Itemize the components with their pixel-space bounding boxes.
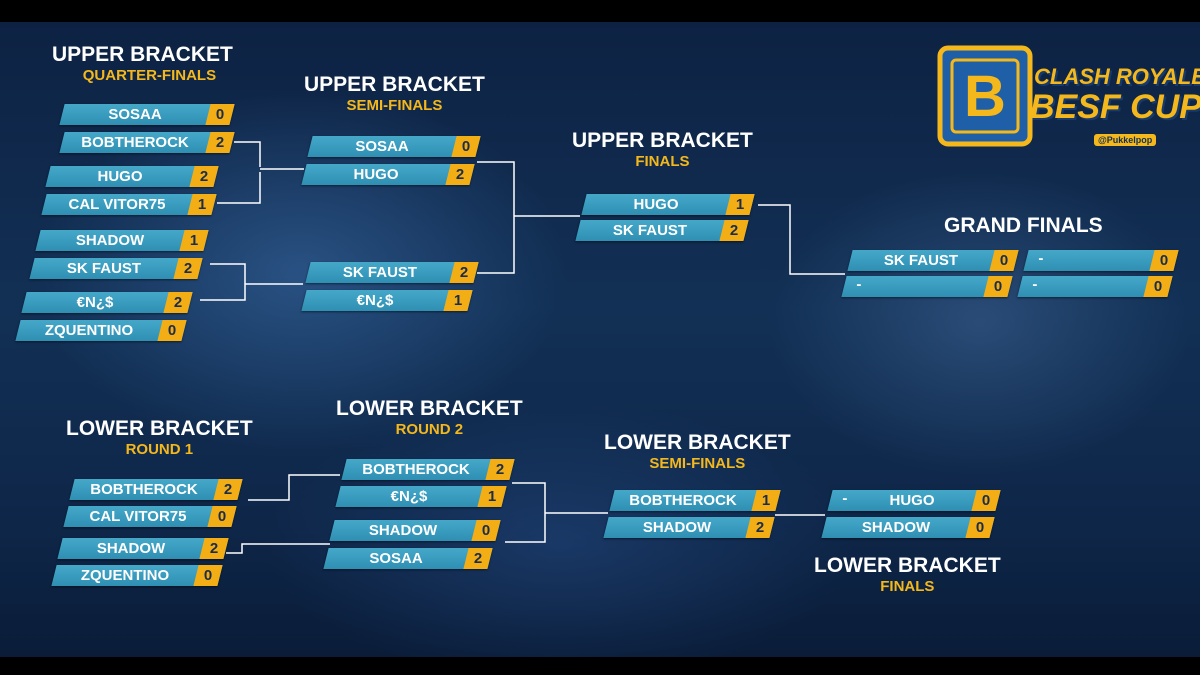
lbsf-slot2[interactable]: SHADOW 2 <box>603 517 775 538</box>
title-lb-r1: LOWER BRACKET ROUND 1 <box>66 417 253 459</box>
tournament-logo: B CLASH ROYALE BESF CUP @Pukkelpop <box>934 44 1200 154</box>
lbr2-m2-slot2[interactable]: SOSAA 2 <box>323 548 493 569</box>
connector-ubsf-1 <box>477 161 515 216</box>
lbr2-m1-slot2[interactable]: €N¿$ 1 <box>335 486 507 507</box>
subtitle-ub-qf: QUARTER-FINALS <box>82 67 217 84</box>
ubqf-m1-slot2[interactable]: BOBTHEROCK 2 <box>59 132 235 153</box>
lbr2-m1-slot1[interactable]: BOBTHEROCK 2 <box>341 459 515 480</box>
ubqf-m3-slot1[interactable]: SHADOW 1 <box>35 230 209 251</box>
lbr2-m2-slot1[interactable]: SHADOW 0 <box>329 520 501 541</box>
lbf-slot1[interactable]: - HUGO 0 <box>827 490 1001 511</box>
connector-lbr2-2 <box>505 513 546 543</box>
lbr1-m2-slot2[interactable]: ZQUENTINO 0 <box>51 565 223 586</box>
ubf-slot2[interactable]: SK FAUST 2 <box>575 220 749 241</box>
connector-ubqf-m4 <box>200 284 246 301</box>
grand-m1-slot1[interactable]: SK FAUST 0 <box>847 250 1019 271</box>
lbr1-m1-slot2[interactable]: CAL VITOR75 0 <box>63 506 237 527</box>
ubqf-m2-slot2[interactable]: CAL VITOR75 1 <box>41 194 217 215</box>
ubf-slot1[interactable]: HUGO 1 <box>581 194 755 215</box>
subtitle-lb-r1: ROUND 1 <box>125 441 194 458</box>
ubsf-m2-slot1[interactable]: SK FAUST 2 <box>305 262 479 283</box>
connector-ubf-1 <box>758 204 845 275</box>
ubqf-m2-slot1[interactable]: HUGO 2 <box>45 166 219 187</box>
connector-lbr2-1 <box>512 482 546 513</box>
lbr1-m2-slot1[interactable]: SHADOW 2 <box>57 538 229 559</box>
connector-lbr1-m2 <box>226 543 330 554</box>
subtitle-lb-f: FINALS <box>880 578 935 595</box>
title-lb-sf: LOWER BRACKET SEMI-FINALS <box>604 431 791 473</box>
connector-ubqf-m1 <box>234 141 261 167</box>
ubsf-m1-slot2[interactable]: HUGO 2 <box>301 164 475 185</box>
title-ub-qf: UPPER BRACKET QUARTER-FINALS <box>52 43 233 85</box>
logo-line2: BESF CUP <box>1030 88 1200 126</box>
logo-emblem-icon: B <box>937 45 1033 147</box>
grand-m2-slot2[interactable]: - 0 <box>1017 276 1173 297</box>
ubqf-m4-slot2[interactable]: ZQUENTINO 0 <box>15 320 187 341</box>
title-ub-sf: UPPER BRACKET SEMI-FINALS <box>304 73 485 115</box>
ubsf-m1-slot1[interactable]: SOSAA 0 <box>307 136 481 157</box>
grand-m1-slot2[interactable]: - 0 <box>841 276 1013 297</box>
ubqf-m3-slot2[interactable]: SK FAUST 2 <box>29 258 203 279</box>
title-lb-f: LOWER BRACKET FINALS <box>814 554 1001 596</box>
lbf-slot2[interactable]: SHADOW 0 <box>821 517 995 538</box>
connector-lbr1-m1 <box>248 474 340 501</box>
logo-line1: CLASH ROYALE <box>1034 64 1200 89</box>
subtitle-lb-r2: ROUND 2 <box>395 421 464 438</box>
connector-ubsf-2 <box>477 216 515 274</box>
logo-handle: @Pukkelpop <box>1094 134 1157 146</box>
connector-ubqf-m3 <box>210 263 246 284</box>
bracket-connectors <box>200 141 845 554</box>
subtitle-ub-sf: SEMI-FINALS <box>346 97 443 114</box>
connector-ubqf-m2 <box>217 172 261 204</box>
lbsf-slot1[interactable]: BOBTHEROCK 1 <box>609 490 781 511</box>
ubsf-m2-slot2[interactable]: €N¿$ 1 <box>301 290 473 311</box>
ubqf-m4-slot1[interactable]: €N¿$ 2 <box>21 292 193 313</box>
subtitle-lb-sf: SEMI-FINALS <box>649 455 746 472</box>
lbr1-m1-slot1[interactable]: BOBTHEROCK 2 <box>69 479 243 500</box>
title-lb-r2: LOWER BRACKET ROUND 2 <box>336 397 523 439</box>
grand-m2-slot1[interactable]: - 0 <box>1023 250 1179 271</box>
title-grand-finals: GRAND FINALS <box>944 214 1103 237</box>
bracket-board: B CLASH ROYALE BESF CUP @Pukkelpop UPPER… <box>0 22 1200 657</box>
subtitle-ub-f: FINALS <box>635 153 690 170</box>
logo-emblem-letter: B <box>964 64 1006 129</box>
ubqf-m1-slot1[interactable]: SOSAA 0 <box>59 104 235 125</box>
title-ub-f: UPPER BRACKET FINALS <box>572 129 753 171</box>
